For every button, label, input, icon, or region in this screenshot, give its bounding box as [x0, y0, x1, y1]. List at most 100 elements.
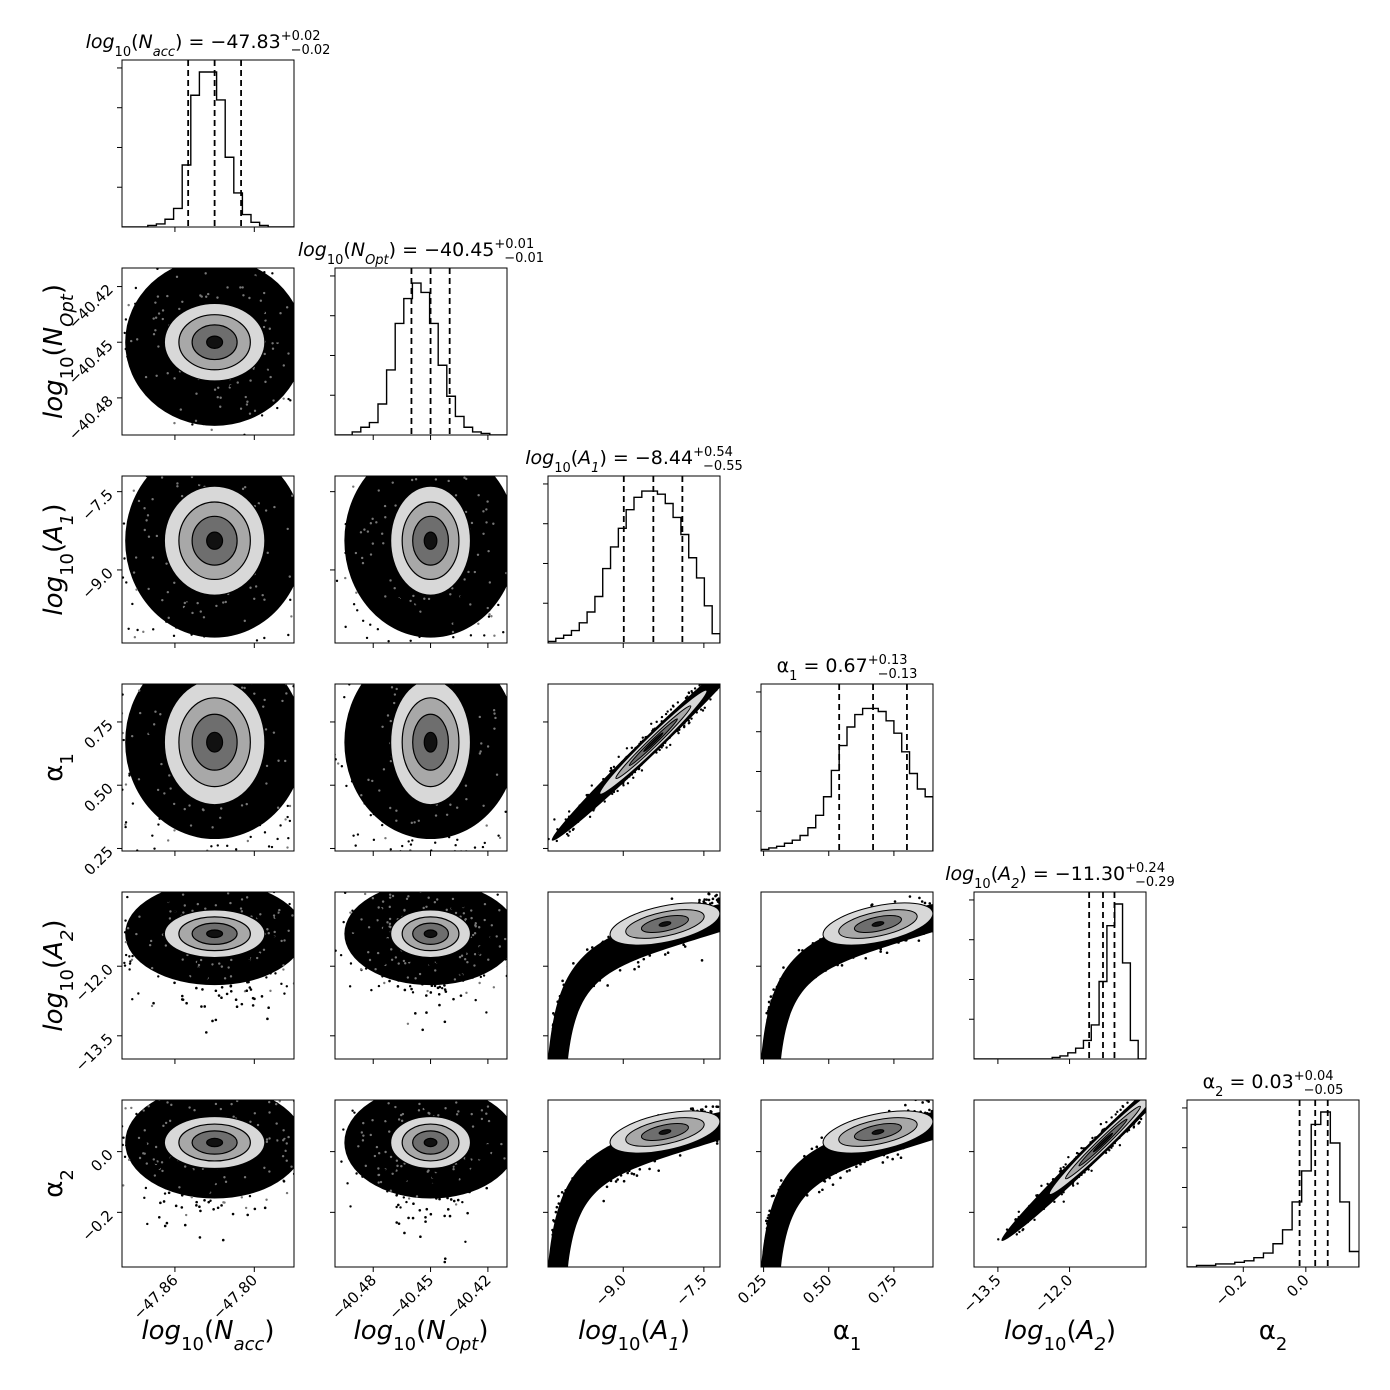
scatter-point [483, 668, 485, 670]
scatter-point [387, 948, 391, 951]
scatter-point [375, 710, 379, 714]
scatter-point [106, 322, 108, 324]
scatter-point [154, 888, 156, 890]
scatter-point [291, 914, 294, 917]
scatter-point [488, 581, 492, 584]
scatter-point [268, 327, 272, 330]
scatter-point [395, 903, 399, 906]
scatter-point [229, 984, 233, 988]
scatter-point [191, 423, 194, 426]
scatter-point [396, 875, 398, 877]
scatter-point [173, 495, 177, 498]
scatter-point [599, 948, 603, 952]
scatter-point [230, 958, 233, 962]
scatter-point [299, 763, 301, 765]
scatter-point [420, 653, 422, 655]
scatter-point [181, 966, 185, 970]
scatter-point [576, 820, 580, 823]
scatter-point [410, 808, 414, 811]
scatter-point [166, 513, 169, 516]
scatter-point [454, 792, 458, 795]
scatter-point [382, 869, 384, 871]
scatter-point [189, 645, 191, 647]
scatter-point [183, 295, 186, 298]
scatter-point [426, 665, 428, 667]
scatter-point [111, 959, 113, 961]
scatter-point [417, 664, 419, 666]
histogram-step-log_a2 [974, 903, 1146, 1059]
scatter-point [141, 308, 144, 312]
scatter-point [210, 428, 213, 432]
scatter-panel-log_a2-vs-log_a1 [548, 892, 720, 1059]
scatter-point [323, 909, 325, 911]
scatter-point [371, 962, 375, 966]
scatter-point [497, 834, 500, 837]
scatter-point [205, 976, 209, 979]
scatter-point [474, 998, 477, 1002]
scatter-point [217, 814, 221, 817]
scatter-point [452, 589, 456, 593]
scatter-point [160, 762, 163, 766]
scatter-point [128, 962, 132, 965]
scatter-point [381, 975, 384, 978]
scatter-point [150, 1004, 154, 1008]
scatter-point [396, 985, 400, 988]
scatter-point [376, 700, 379, 703]
scatter-point [261, 904, 265, 907]
scatter-point [508, 926, 510, 928]
scatter-point [228, 872, 230, 874]
scatter-point [368, 966, 372, 970]
scatter-point [508, 522, 510, 524]
scatter-point [148, 928, 151, 931]
scatter-point [421, 1028, 424, 1032]
scatter-point [233, 894, 236, 897]
scatter-point [343, 695, 346, 699]
scatter-point [240, 857, 242, 859]
scatter-point [261, 952, 265, 956]
scatter-point [609, 769, 612, 773]
scatter-point [267, 364, 270, 367]
scatter-point [338, 796, 340, 798]
scatter-point [479, 975, 483, 979]
scatter-point [403, 955, 407, 959]
scatter-point [448, 675, 450, 677]
scatter-point [385, 931, 388, 934]
scatter-point [386, 742, 389, 745]
scatter-point [315, 304, 317, 306]
scatter-point [421, 610, 424, 614]
scatter-point [247, 666, 249, 668]
scatter-point [506, 645, 508, 647]
scatter-point [651, 729, 654, 733]
scatter-point [433, 859, 435, 861]
scatter-point [484, 788, 488, 792]
scatter-point [445, 460, 447, 462]
scatter-point [150, 672, 152, 674]
scatter-point [270, 942, 273, 946]
scatter-point [438, 813, 441, 817]
scatter-point [211, 963, 214, 966]
scatter-point [280, 585, 283, 588]
scatter-point [270, 565, 273, 569]
scatter-point [274, 915, 278, 919]
scatter-point [215, 970, 219, 973]
scatter-point [216, 896, 220, 899]
scatter-point [240, 974, 244, 977]
scatter-point [237, 968, 240, 971]
scatter-point [407, 972, 410, 976]
scatter-point [599, 799, 603, 803]
scatter-point [260, 414, 264, 417]
scatter-point [242, 905, 245, 908]
scatter-point [382, 768, 386, 771]
scatter-point [239, 895, 243, 899]
scatter-point [406, 1022, 410, 1025]
scatter-point [193, 965, 197, 969]
scatter-point [308, 370, 310, 372]
scatter-point [262, 520, 265, 524]
scatter-point [414, 478, 418, 481]
scatter-point [427, 885, 429, 887]
scatter-point [477, 905, 480, 909]
scatter-point [383, 720, 386, 723]
histogram-alpha2 [1182, 1099, 1360, 1272]
scatter-point [409, 639, 412, 642]
scatter-point [459, 491, 462, 494]
